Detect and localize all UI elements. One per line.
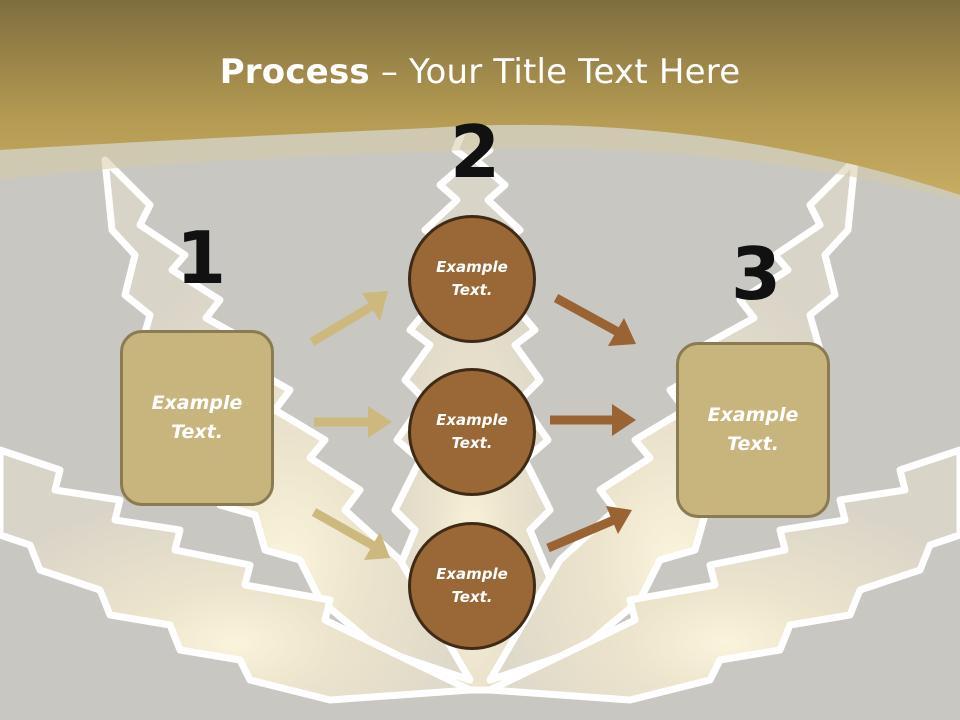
header-band xyxy=(0,0,960,195)
title-bold: Process xyxy=(219,52,370,92)
arrow-bottom-to-right xyxy=(546,506,632,553)
header-highlight xyxy=(0,124,960,200)
circle-bottom-text: Example Text. xyxy=(436,565,508,606)
step-number-2: 2 xyxy=(450,110,501,194)
left-text-box: Example Text. xyxy=(120,330,274,506)
circle-node-middle: Example Text. xyxy=(408,368,536,496)
arrow-left-to-bottom xyxy=(311,508,390,560)
right-text-box: Example Text. xyxy=(676,342,830,518)
circle-node-top: Example Text. xyxy=(408,215,536,343)
step-number-1: 1 xyxy=(176,216,227,300)
arrow-left-to-top xyxy=(309,291,388,346)
right-box-text: Example Text. xyxy=(707,404,799,455)
title-rest: – Your Title Text Here xyxy=(369,52,741,92)
circle-middle-text: Example Text. xyxy=(436,411,508,452)
arrow-top-to-right xyxy=(553,294,636,346)
circle-node-bottom: Example Text. xyxy=(408,522,536,650)
slide-title: Process – Your Title Text Here xyxy=(0,52,960,92)
step-number-3: 3 xyxy=(731,232,782,316)
arrow-middle-to-right xyxy=(550,404,636,436)
left-box-text: Example Text. xyxy=(151,392,243,443)
arrow-left-to-middle xyxy=(314,406,392,438)
circle-top-text: Example Text. xyxy=(436,258,508,299)
